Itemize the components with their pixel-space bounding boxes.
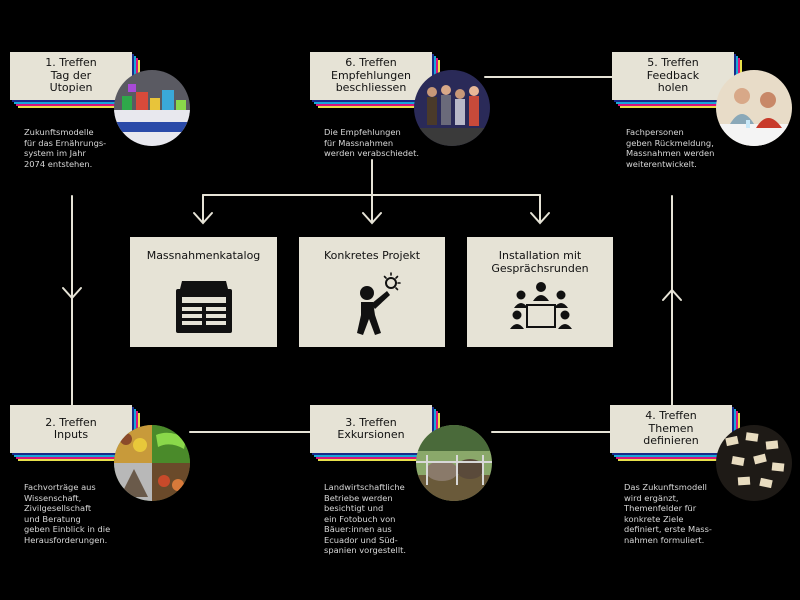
- cows-photo: [416, 425, 492, 501]
- newspaper-icon: [176, 281, 232, 333]
- cards-photo: [716, 425, 792, 501]
- model-building-photo: [114, 70, 190, 146]
- discussion-photo: [716, 70, 792, 146]
- produce-collage-photo: [114, 425, 190, 501]
- output-title: Massnahmenkatalog: [146, 249, 261, 262]
- person-idea-icon: [357, 272, 401, 335]
- output-title: Konkretes Projekt: [323, 249, 421, 262]
- output-massnahmenkatalog: Massnahmenkatalog: [130, 237, 277, 347]
- output-konkretes-projekt: Konkretes Projekt: [299, 237, 445, 347]
- round-table-icon: [510, 282, 572, 329]
- group-photo: [414, 70, 490, 146]
